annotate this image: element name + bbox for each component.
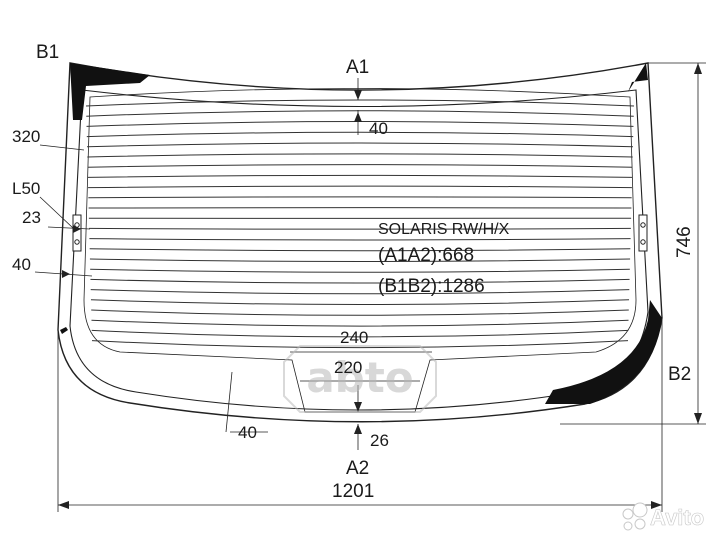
heater-line bbox=[87, 174, 633, 178]
heater-grid bbox=[85, 99, 635, 349]
spec-a1a2: (A1A2):668 bbox=[378, 245, 474, 266]
terminal-right-bolt-1 bbox=[640, 222, 646, 228]
d1201-arrow-right bbox=[651, 501, 662, 509]
heater-line bbox=[86, 131, 634, 138]
label-a2: A2 bbox=[346, 458, 369, 479]
ceramic-patch-bottom-right bbox=[545, 300, 662, 404]
terminal-left-bolt-2 bbox=[74, 239, 80, 245]
avito-logo-icon bbox=[622, 502, 648, 531]
label-l50: L50 bbox=[12, 179, 40, 198]
heater-line bbox=[85, 99, 635, 107]
d40-bottom-leader-1 bbox=[225, 371, 233, 433]
heater-line bbox=[89, 258, 631, 262]
terminal-right-bolt-2 bbox=[640, 239, 646, 245]
heater-line bbox=[91, 309, 629, 316]
heating-area-border bbox=[83, 88, 637, 413]
watermark-brand: abto bbox=[306, 353, 413, 402]
dim-320: 320 bbox=[12, 127, 40, 146]
heater-line bbox=[90, 268, 630, 273]
heater-line bbox=[91, 319, 629, 327]
dim-746: 746 bbox=[674, 226, 695, 258]
heater-line bbox=[91, 340, 629, 349]
heater-line bbox=[88, 196, 632, 199]
dim-220: 220 bbox=[334, 358, 362, 377]
heater-line bbox=[87, 142, 633, 148]
d1201-arrow-left bbox=[58, 501, 69, 509]
l50-leader bbox=[39, 196, 74, 229]
heater-line bbox=[89, 248, 631, 252]
d746-arrow-top bbox=[694, 63, 702, 74]
ceramic-patch-left-tab bbox=[60, 327, 68, 334]
heater-line bbox=[86, 121, 634, 127]
dim-23: 23 bbox=[22, 208, 41, 227]
spec-b1b2: (B1B2):1286 bbox=[378, 276, 485, 297]
ceramic-patch-top-right bbox=[628, 63, 648, 92]
heater-line bbox=[90, 278, 630, 284]
heater-line bbox=[88, 185, 632, 189]
label-b1: B1 bbox=[36, 42, 59, 63]
a1-arrow bbox=[354, 90, 362, 100]
label-b2: B2 bbox=[668, 364, 691, 385]
d23-arrow bbox=[73, 225, 81, 233]
terminal-right bbox=[638, 214, 648, 252]
d26-arrow bbox=[354, 424, 362, 434]
d40-left-arrow bbox=[62, 270, 70, 278]
d220-arrow bbox=[354, 402, 362, 412]
heater-line bbox=[90, 289, 630, 295]
dim-240: 240 bbox=[340, 328, 368, 347]
heater-line bbox=[87, 164, 633, 168]
terminal-left bbox=[72, 214, 82, 252]
watermark-badge bbox=[283, 345, 437, 413]
heater-line bbox=[89, 238, 631, 241]
dim-40-left: 40 bbox=[12, 255, 31, 274]
d746-arrow-bottom bbox=[694, 413, 702, 424]
heater-line bbox=[86, 110, 634, 117]
heater-line bbox=[90, 299, 630, 306]
label-a1: A1 bbox=[346, 57, 369, 78]
d320-leader bbox=[39, 144, 85, 151]
heater-line bbox=[87, 153, 633, 158]
top40-arrow bbox=[354, 112, 362, 122]
dim-40-bottom: 40 bbox=[238, 423, 257, 442]
dim-26: 26 bbox=[370, 431, 389, 450]
d23-leader bbox=[47, 226, 91, 230]
ceramic-patch-top-left bbox=[70, 63, 150, 120]
spec-model: SOLARIS RW/H/X bbox=[378, 221, 510, 238]
dim-1201: 1201 bbox=[332, 481, 374, 502]
heater-line bbox=[91, 329, 629, 338]
avito-watermark: Avito bbox=[650, 505, 704, 530]
dim-40-top: 40 bbox=[369, 119, 388, 138]
heater-line bbox=[89, 227, 631, 230]
